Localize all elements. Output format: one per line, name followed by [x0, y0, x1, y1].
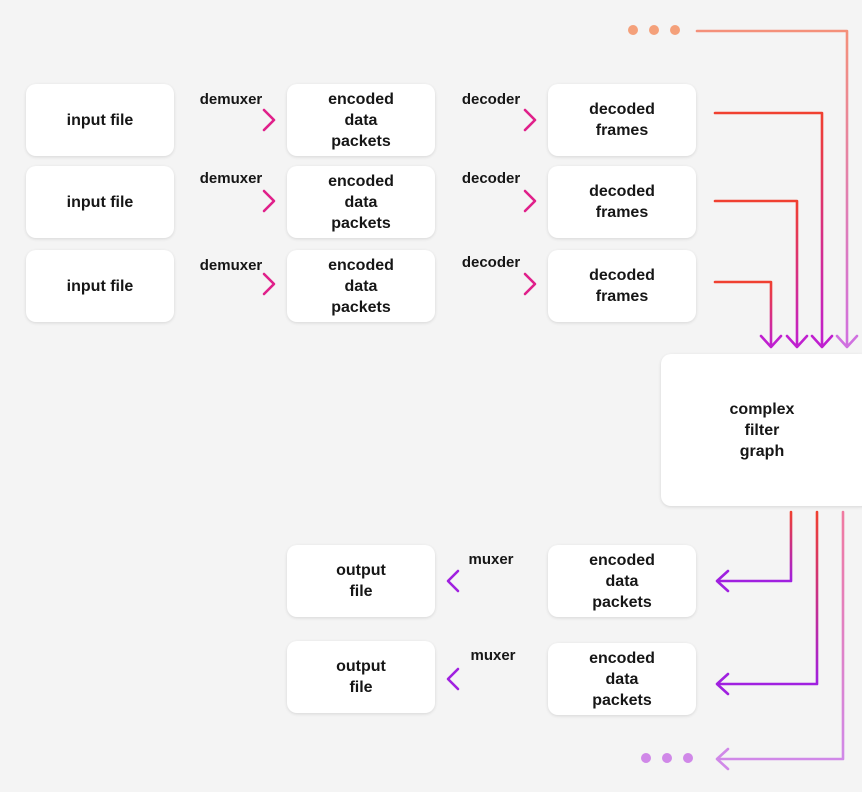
decoder-arrow	[445, 108, 537, 132]
decoded-frames-box: decoded frames	[548, 166, 696, 238]
decoder-arrow	[445, 272, 537, 296]
output-file-box: output file	[287, 641, 435, 713]
input-file-label: input file	[66, 111, 134, 129]
demuxer-arrow	[184, 189, 276, 213]
encoded-packets-label: encoded data packets	[328, 172, 394, 232]
decoded-frames-label: decoded frames	[589, 183, 655, 221]
encoded-packets-box: encoded data packets	[548, 643, 696, 715]
decoded-frames-label: decoded frames	[589, 267, 655, 305]
demuxer-label: demuxer	[199, 91, 263, 108]
encoded-packets-label: encoded data packets	[328, 256, 394, 316]
more-outputs-wire	[715, 510, 845, 771]
encoded-packets-label: encoded data packets	[589, 551, 655, 611]
output-file-label: output file	[336, 562, 386, 600]
muxer-arrow	[446, 667, 537, 691]
filter-to-output-wire	[715, 510, 819, 696]
muxer-label: muxer	[470, 647, 516, 664]
frames-to-filter-wire	[713, 280, 783, 349]
input-file-box: input file	[26, 250, 174, 322]
demuxer-label: demuxer	[199, 170, 263, 187]
complex-filter-graph-label: complex filter graph	[729, 400, 795, 460]
demuxer-label: demuxer	[199, 257, 263, 274]
more-inputs-wire	[695, 29, 859, 349]
encoded-packets-box: encoded data packets	[287, 166, 435, 238]
input-file-label: input file	[66, 193, 134, 211]
encoded-packets-box: encoded data packets	[287, 84, 435, 156]
input-file-box: input file	[26, 84, 174, 156]
output-file-label: output file	[336, 658, 386, 696]
demuxer-arrow	[184, 108, 276, 132]
decoder-arrow	[445, 189, 537, 213]
output-file-box: output file	[287, 545, 435, 617]
decoder-label: decoder	[461, 254, 521, 271]
ellipsis-dot	[641, 753, 651, 763]
decoder-label: decoder	[461, 91, 521, 108]
decoded-frames-label: decoded frames	[589, 101, 655, 139]
ellipsis-dot	[649, 25, 659, 35]
frames-to-filter-wire	[713, 199, 809, 349]
input-file-box: input file	[26, 166, 174, 238]
complex-filter-graph-box: complex filter graph	[661, 354, 862, 506]
ellipsis-dot	[683, 753, 693, 763]
encoded-packets-label: encoded data packets	[589, 649, 655, 709]
encoded-packets-box: encoded data packets	[287, 250, 435, 322]
demuxer-arrow	[184, 272, 276, 296]
decoded-frames-box: decoded frames	[548, 84, 696, 156]
encoded-packets-label: encoded data packets	[328, 90, 394, 150]
ellipsis-dot	[670, 25, 680, 35]
decoded-frames-box: decoded frames	[548, 250, 696, 322]
frames-to-filter-wire	[713, 111, 834, 349]
muxer-arrow	[446, 569, 537, 593]
filter-to-output-wire	[715, 510, 793, 593]
encoded-packets-box: encoded data packets	[548, 545, 696, 617]
ellipsis-dot	[628, 25, 638, 35]
ellipsis-dot	[662, 753, 672, 763]
input-file-label: input file	[66, 277, 134, 295]
muxer-label: muxer	[468, 551, 514, 568]
decoder-label: decoder	[461, 170, 521, 187]
